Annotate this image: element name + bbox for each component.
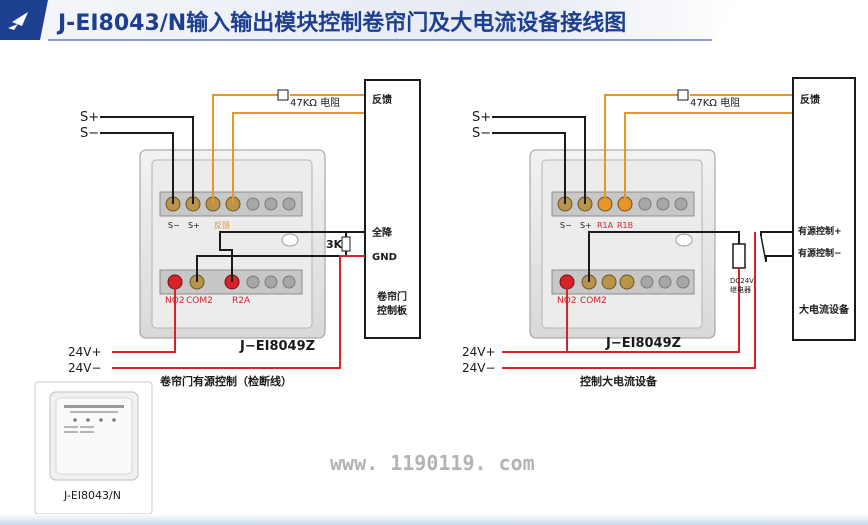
right-power-minus-label: 24V− — [462, 361, 496, 375]
right-com2-label: COM2 — [580, 296, 607, 306]
right-47k-resistor — [677, 89, 689, 101]
left-signal-plus-label: S+ — [80, 110, 99, 125]
left-resistor-label: 47KΩ 电阻 — [290, 96, 340, 109]
right-active-plus-label: 有源控制+ — [798, 225, 842, 237]
right-power-wires — [502, 232, 756, 369]
left-panel-label-line2: 控制板 — [377, 304, 408, 317]
left-feedback-wires — [212, 94, 365, 204]
bottom-band — [0, 514, 868, 525]
watermark-text: www. 1190119. com — [330, 451, 535, 475]
left-terminal-s-minus: S− — [168, 221, 180, 230]
right-signal-plus-label: S+ — [472, 110, 491, 125]
left-caption: 卷帘门有源控制（检断线） — [159, 374, 292, 388]
right-module-model: J−EI8049Z — [605, 336, 681, 351]
right-module-housing — [529, 149, 716, 339]
right-terminal-s-plus: S+ — [580, 221, 592, 230]
right-equipment-box — [792, 77, 856, 341]
right-resistor-label: 47KΩ 电阻 — [690, 96, 740, 109]
right-terminal-r1a: R1A — [597, 221, 614, 230]
header-bar: J-EI8043/N输入输出模块控制卷帘门及大电流设备接线图 — [0, 0, 740, 41]
right-relay-line1: DC24V — [730, 277, 754, 285]
left-r2a-label: R2A — [232, 296, 251, 306]
left-feedback-label: 反馈 — [372, 93, 392, 106]
left-power-wires — [112, 255, 365, 369]
left-gnd-label: GND — [372, 252, 397, 263]
left-upper-terminals — [165, 196, 296, 212]
left-signal-wires — [100, 116, 194, 204]
product-model-label: J-EI8043/N — [63, 489, 121, 502]
left-power-minus-label: 24V− — [68, 361, 102, 375]
right-signal-minus-label: S− — [472, 126, 491, 141]
right-terminal-s-minus: S− — [560, 221, 572, 230]
right-relay-wires — [588, 231, 793, 282]
right-feedback-wires — [604, 94, 793, 204]
right-feedback-label: 反馈 — [800, 93, 820, 106]
left-signal-minus-label: S− — [80, 126, 99, 141]
right-equipment-label: 大电流设备 — [799, 303, 850, 316]
page-title: J-EI8043/N输入输出模块控制卷帘门及大电流设备接线图 — [56, 10, 626, 36]
left-module-model: J−EI8049Z — [239, 339, 315, 354]
right-relay-line2: 继电器 — [730, 285, 751, 294]
left-terminal-feedback: 反馈 — [214, 220, 230, 230]
right-terminal-r1b: R1B — [617, 221, 633, 230]
left-full-down-label: 全降 — [371, 226, 393, 239]
left-3k-resistor — [341, 232, 351, 256]
right-wiring-diagram: S+ S− 47KΩ 电阻 反馈 S− S+ R1A R1B NO2 COM2 … — [462, 77, 856, 388]
brand-logo-icon — [8, 12, 28, 30]
left-terminal-s-plus: S+ — [188, 221, 200, 230]
left-wiring-diagram: S+ S− 47KΩ 电阻 反馈 S− S+ 反馈 3K 全降 GND NO2 … — [68, 79, 421, 388]
right-no2-label: NO2 — [557, 296, 577, 306]
left-3k-label: 3K — [326, 238, 343, 251]
left-power-plus-label: 24V+ — [68, 345, 102, 359]
left-panel-label-line1: 卷帘门 — [376, 290, 407, 303]
right-power-plus-label: 24V+ — [462, 345, 496, 359]
left-no2-label: NO2 — [165, 296, 185, 306]
product-card: J-EI8043/N — [34, 381, 153, 515]
right-dc24v-relay — [732, 235, 767, 269]
right-active-minus-label: 有源控制− — [798, 247, 842, 259]
product-photo — [49, 391, 139, 481]
right-signal-wires — [492, 116, 586, 204]
left-47k-resistor — [277, 89, 289, 101]
left-com2-label: COM2 — [186, 296, 213, 306]
right-caption: 控制大电流设备 — [580, 374, 658, 388]
left-control-panel — [364, 79, 421, 339]
